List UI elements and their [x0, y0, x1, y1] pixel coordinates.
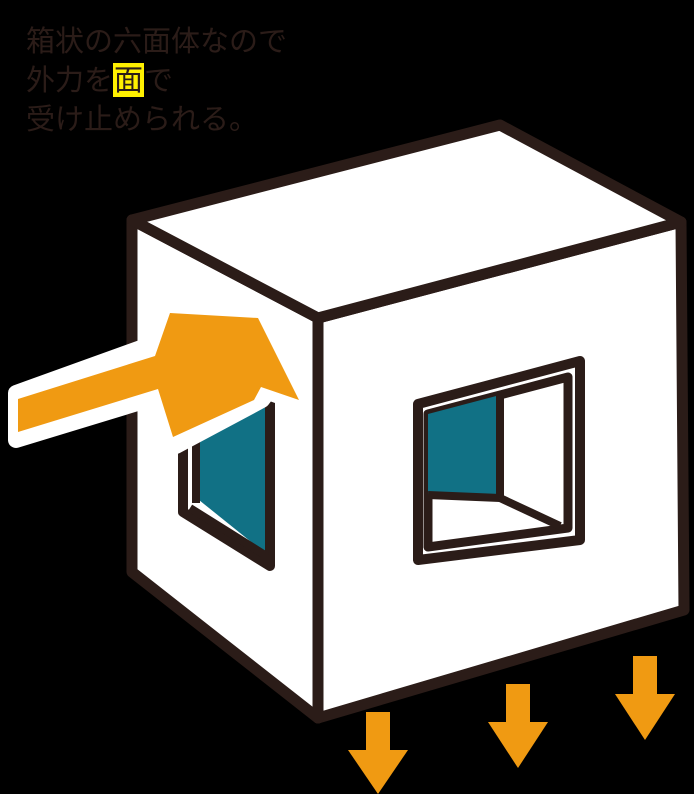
right-window-interior-floor-back-edge [427, 491, 501, 502]
reaction-arrows-group [348, 656, 675, 794]
reaction-arrow-3 [615, 656, 675, 740]
caption-line-2-before: 外力を [26, 63, 114, 97]
caption-line-2: 外力を面で [26, 61, 446, 100]
caption-line-2-after: で [144, 63, 174, 97]
right-window-group [413, 356, 585, 565]
caption-highlight-men: 面 [113, 63, 145, 97]
reaction-arrow-1 [348, 712, 408, 794]
caption-line-1: 箱状の六面体なので [26, 24, 288, 58]
right-window-teal-wall [428, 395, 500, 498]
left-window-sill-edge [187, 504, 269, 566]
lateral-force-arrow [18, 313, 299, 437]
reaction-arrow-2 [488, 684, 548, 768]
box-face-top [126, 119, 687, 324]
caption-text-block: 箱状の六面体なので 外力を面で 受け止められる。 [26, 22, 446, 139]
right-window-interior-floor-edge [498, 494, 562, 530]
lateral-force-arrow-group [8, 295, 312, 454]
caption-line-3: 受け止められる。 [26, 102, 259, 136]
